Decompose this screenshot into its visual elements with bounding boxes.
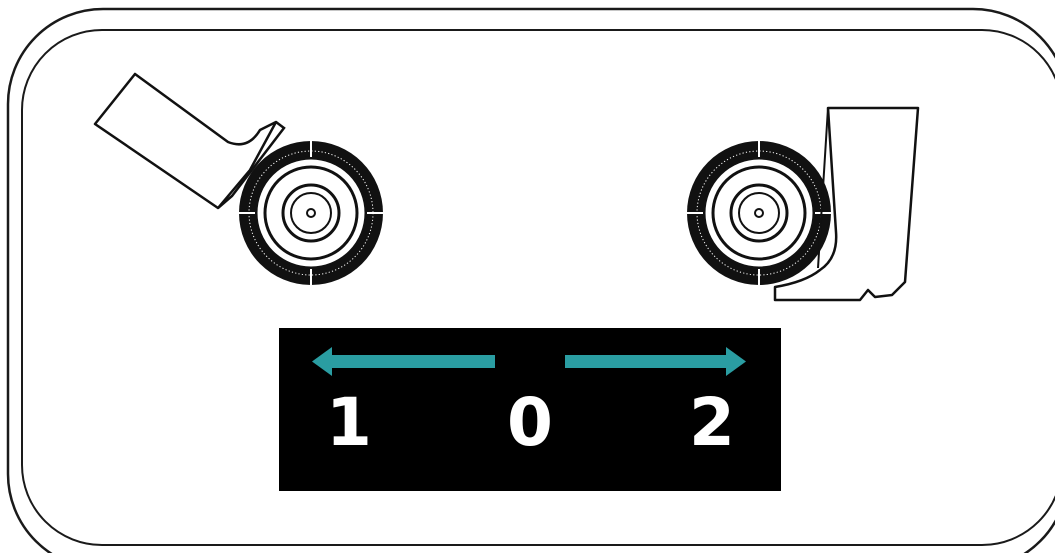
boot-pressing-icon <box>93 72 286 210</box>
position-label-center: 0 <box>507 384 553 461</box>
outer-frame <box>6 7 1055 553</box>
position-label-left: 1 <box>326 384 372 461</box>
position-label-right: 2 <box>689 384 735 461</box>
inner-frame <box>21 29 1055 546</box>
boot-standing-icon <box>773 106 920 302</box>
